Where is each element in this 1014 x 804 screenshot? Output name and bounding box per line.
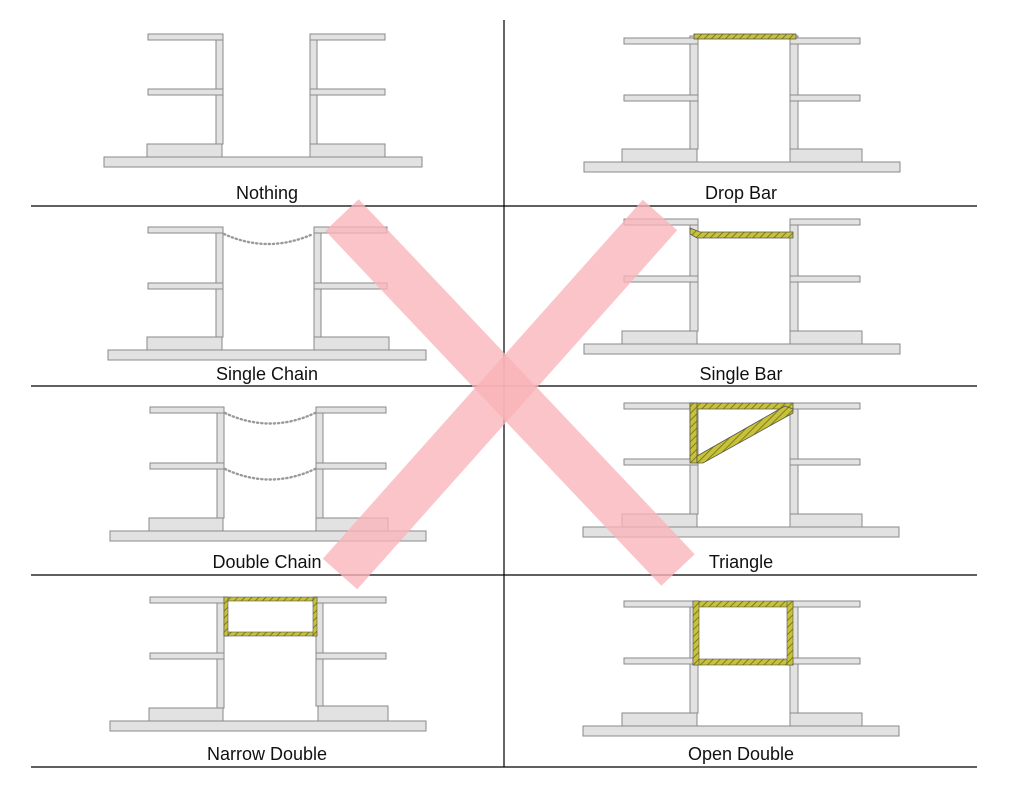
left-foot <box>148 517 224 532</box>
open-double-frame <box>692 600 794 666</box>
right-arm-top <box>315 596 387 604</box>
right-column <box>789 35 799 150</box>
cantilever-rack <box>583 218 901 355</box>
single-bar <box>689 227 794 239</box>
panel-label: Double Chain <box>212 552 321 572</box>
right-arm-top <box>315 406 387 414</box>
left-arm-middle <box>149 652 225 660</box>
left-arm-top <box>147 226 224 234</box>
panel-label: Nothing <box>236 183 298 203</box>
right-foot <box>309 143 386 158</box>
panel-label: Narrow Double <box>207 744 327 764</box>
left-arm-top <box>147 33 224 41</box>
left-column <box>689 35 699 150</box>
right-foot <box>789 330 863 345</box>
frame-right <box>786 600 794 666</box>
brace-top <box>689 402 794 410</box>
panel-single-bar: Single Bar <box>583 218 901 384</box>
frame-right <box>312 596 318 637</box>
panel-narrow-double: Narrow Double <box>109 596 427 764</box>
right-arm-middle <box>315 462 387 470</box>
base-beam <box>582 526 900 538</box>
right-foot <box>313 336 390 351</box>
base-beam <box>109 530 427 542</box>
panel-label: Triangle <box>709 552 773 572</box>
narrow-double-frame <box>223 596 318 637</box>
frame-top <box>223 596 318 602</box>
left-foot <box>621 148 698 163</box>
left-arm-middle <box>623 94 699 102</box>
right-arm-middle <box>315 652 387 660</box>
cantilever-rack <box>109 406 427 542</box>
right-arm-top <box>789 600 861 608</box>
right-arm-middle <box>309 88 386 96</box>
left-foot <box>621 712 698 727</box>
triangle-brace <box>689 402 794 464</box>
left-arm-middle <box>623 657 699 665</box>
panel-label: Drop Bar <box>705 183 777 203</box>
left-arm-middle <box>149 462 225 470</box>
base-beam <box>583 343 901 355</box>
left-arm-middle <box>623 458 699 466</box>
right-foot <box>789 513 863 528</box>
right-arm-top <box>789 402 861 410</box>
right-foot <box>789 712 863 727</box>
chain-top <box>222 232 315 246</box>
cantilever-rack <box>582 600 900 737</box>
panel-label: Open Double <box>688 744 794 764</box>
left-arm-top <box>149 406 225 414</box>
right-foot <box>789 148 863 163</box>
left-foot <box>146 143 223 158</box>
base-beam <box>582 725 900 737</box>
panel-label: Single Bar <box>699 364 782 384</box>
panel-nothing: Nothing <box>103 33 423 203</box>
frame-bottom <box>692 658 794 666</box>
right-arm-middle <box>789 275 861 283</box>
frame-top <box>692 600 794 608</box>
cross-out-mark <box>322 199 695 590</box>
panel-double-chain: Double Chain <box>109 406 427 572</box>
cantilever-rack <box>583 35 901 173</box>
right-arm-top <box>789 218 861 226</box>
left-foot <box>146 336 223 351</box>
left-arm-top <box>149 596 225 604</box>
frame-bottom <box>223 631 318 637</box>
brace-vertical <box>689 402 698 464</box>
panel-open-double: Open Double <box>582 600 900 764</box>
chain-middle <box>223 467 317 481</box>
right-arm-middle <box>789 94 861 102</box>
panel-label: Single Chain <box>216 364 318 384</box>
left-arm-top <box>623 402 699 410</box>
right-column <box>313 226 322 338</box>
right-arm-top <box>789 37 861 45</box>
right-foot <box>317 705 389 722</box>
left-arm-middle <box>147 282 224 290</box>
left-column <box>215 226 224 338</box>
drop-bar <box>693 33 797 40</box>
frame-left <box>692 600 700 666</box>
base-beam <box>583 161 901 173</box>
left-arm-top <box>623 37 699 45</box>
frame-left <box>223 596 229 637</box>
cross-stroke-right-to-left <box>322 199 678 590</box>
right-arm-top <box>309 33 386 41</box>
base-beam <box>109 720 427 732</box>
panel-drop-bar: Drop Bar <box>583 33 901 203</box>
cantilever-rack <box>109 596 427 732</box>
left-arm-middle <box>147 88 224 96</box>
right-arm-middle <box>789 458 861 466</box>
cantilever-rack <box>103 33 423 168</box>
left-foot <box>148 707 224 722</box>
base-beam <box>103 156 423 168</box>
chain-top <box>223 411 317 425</box>
base-beam <box>107 349 427 361</box>
right-arm-middle <box>789 657 861 665</box>
left-arm-top <box>623 600 699 608</box>
brace-diagonal <box>696 405 794 464</box>
left-foot <box>621 330 698 345</box>
